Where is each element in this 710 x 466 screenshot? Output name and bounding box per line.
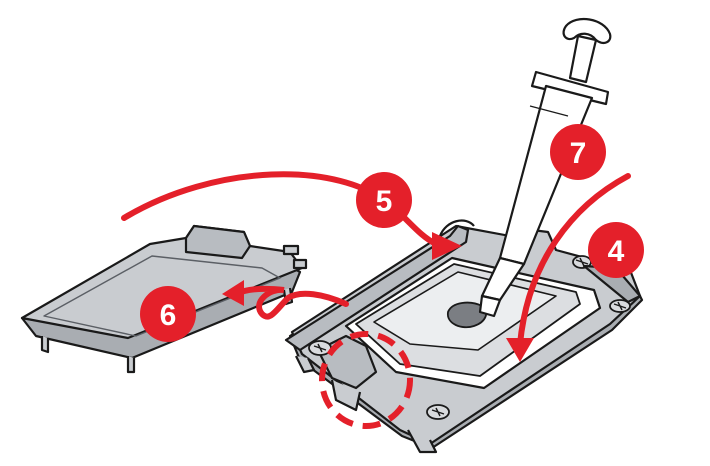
step-label-7: 7 (570, 137, 587, 170)
step-label-4: 4 (608, 235, 625, 268)
step-badge-6: 6 (140, 286, 196, 342)
arrow-step-6 (233, 285, 349, 320)
thermal-paste-dot (447, 301, 488, 329)
step-badge-4: 4 (588, 222, 644, 278)
step-badge-7: 7 (550, 124, 606, 180)
step-label-6: 6 (160, 299, 177, 332)
arrowhead-step-6 (222, 280, 244, 306)
arrow-step-5 (121, 171, 439, 247)
step-badge-5: 5 (356, 172, 412, 228)
arrow-step-4 (517, 173, 631, 347)
hinge-highlight-circle (319, 331, 413, 429)
arrowhead-step-5 (432, 232, 462, 260)
arrowhead-step-4 (506, 338, 534, 362)
step-label-5: 5 (376, 185, 393, 218)
cpu-socket-assembly (284, 219, 644, 454)
step-arrows (121, 171, 631, 347)
